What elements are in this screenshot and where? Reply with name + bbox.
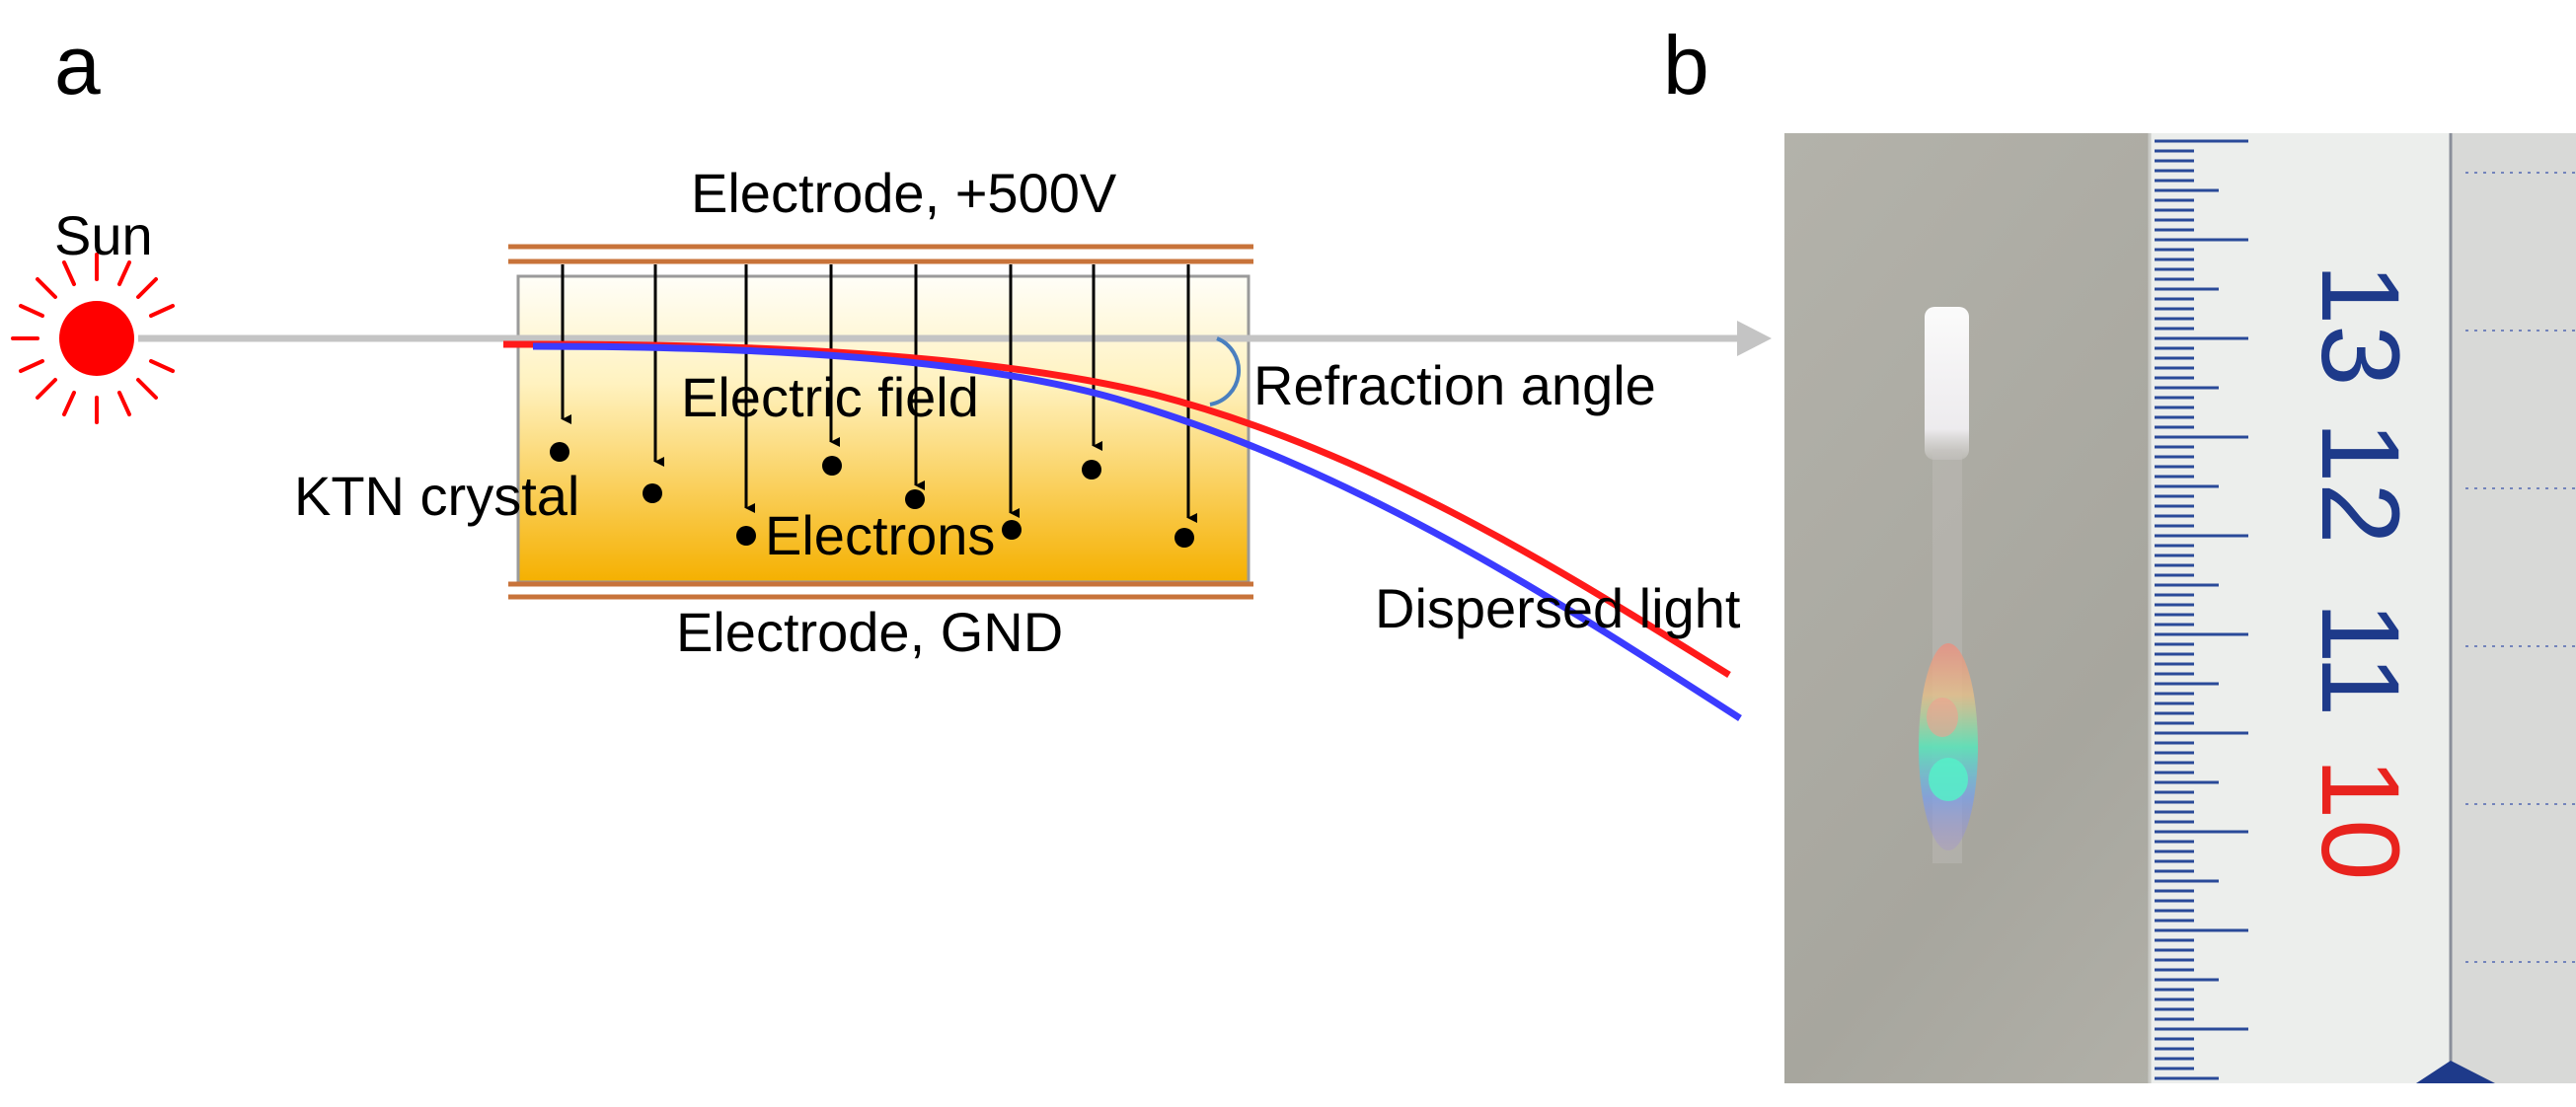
electric-field-label: Electric field [681,366,979,428]
dispersed-light-label: Dispersed light [1375,577,1741,639]
refraction-angle-arc [1209,336,1242,406]
blue-beam [532,342,1742,721]
electrode-top [508,244,1253,264]
electron [905,489,925,509]
ruler-number-11: 11 [2299,602,2422,716]
incident-beam-arrowhead [1737,321,1772,356]
dispersed-spectrum [1919,643,1978,850]
electron [736,526,756,546]
electrode-bottom-label: Electrode, GND [676,601,1063,663]
electron [1082,460,1101,480]
ktn-crystal-label: KTN crystal [294,465,579,527]
panel-b-label: b [1663,19,1709,111]
electron [550,442,569,462]
electron [1174,528,1194,548]
panel-a: a Sun [11,19,1772,721]
electrons-label: Electrons [765,504,995,566]
white-light-spot [1925,307,1969,460]
electron [822,456,842,476]
refraction-angle-label: Refraction angle [1253,354,1656,416]
panel-b: b 13 12 11 10 [1663,19,2576,1083]
ruler-number-12: 12 [2299,421,2422,545]
ruler-ticks [2155,139,2248,1080]
ruler-number-13: 13 [2299,263,2422,387]
sun-label: Sun [54,204,153,266]
electrode-top-label: Electrode, +500V [691,162,1117,224]
spectrum-photo: 13 12 11 10 [1784,133,2576,1083]
electrode-bottom [508,581,1253,600]
electron [1002,520,1022,540]
electron [643,483,662,503]
panel-a-label: a [54,19,101,111]
electrons [550,442,1194,548]
ruler-number-10: 10 [2299,758,2422,881]
